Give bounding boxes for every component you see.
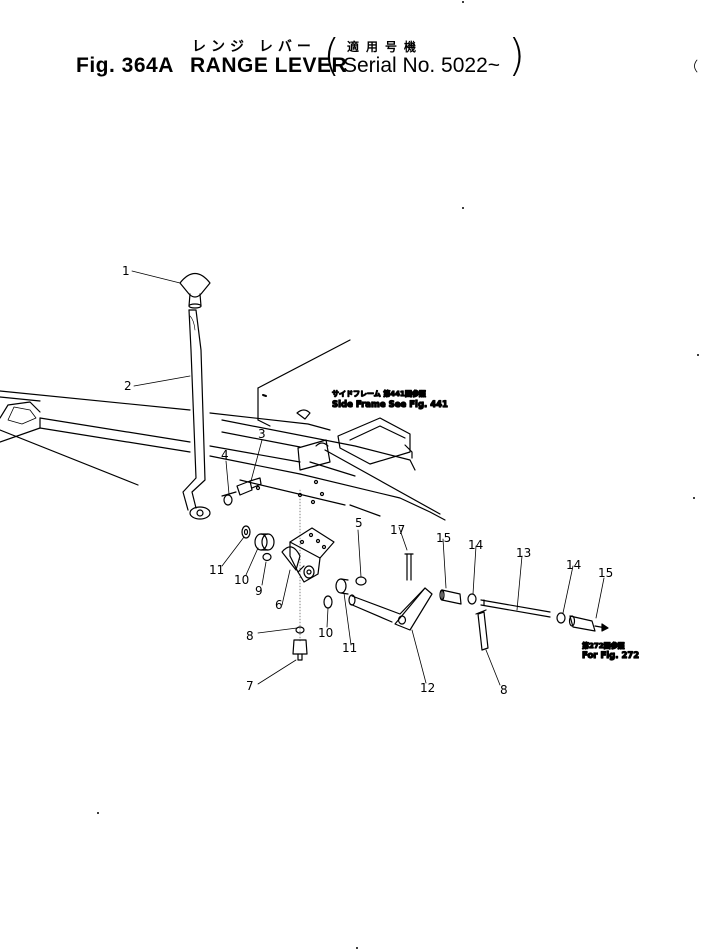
part-7-bolt-lower <box>292 639 308 661</box>
part-8-pin-right <box>475 609 489 651</box>
callout-3: 3 <box>258 427 266 441</box>
callout-labels: 1 2 3 4 5 6 7 8 8 9 10 10 11 11 12 13 14… <box>122 264 613 697</box>
part-11-washer-left <box>241 525 251 539</box>
callout-13: 13 <box>516 546 531 560</box>
callout-8-right: 8 <box>500 683 508 697</box>
part-9-nut <box>262 552 272 562</box>
frame-holes <box>255 479 325 505</box>
part-14-nut-right <box>556 612 566 624</box>
callout-10-right: 10 <box>318 626 333 640</box>
callout-9: 9 <box>255 584 263 598</box>
serial-label-japanese: 適用号機 <box>347 40 424 54</box>
callout-7: 7 <box>246 679 254 693</box>
fig272-ref-japanese: 第272図参照 <box>582 641 625 650</box>
part-5-nut <box>355 576 367 586</box>
callout-1: 1 <box>122 264 130 278</box>
callout-6: 6 <box>275 598 283 612</box>
bracket-right: ) <box>508 30 526 81</box>
bracket-left: ( <box>323 30 341 81</box>
callout-10-left: 10 <box>234 573 249 587</box>
scan-mark-arc <box>694 59 698 73</box>
part-6-bracket <box>281 527 335 583</box>
scan-marks <box>97 1 699 949</box>
figure-number: Fig. 364A <box>76 54 174 77</box>
part-11-collar-right <box>335 578 349 595</box>
title-block: Fig. 364A レンジ レバー RANGE LEVER ( 適用号機 Ser… <box>0 0 702 90</box>
serial-number: Serial No. 5022~ <box>343 54 501 77</box>
fig272-ref-english: For Fig. 272 <box>582 651 639 661</box>
title-english: RANGE LEVER <box>190 54 348 77</box>
part-14-nut-left <box>467 593 477 605</box>
part-10-bushing-right <box>323 595 333 609</box>
callout-5: 5 <box>355 516 363 530</box>
side-frame-ref-english: Side Frame See Fig. 441 <box>332 400 448 410</box>
part-10-bushing-left <box>254 533 275 551</box>
part-13-rod <box>480 599 551 618</box>
callout-17: 17 <box>390 523 405 537</box>
part-17-pin <box>404 553 414 581</box>
callout-15-left: 15 <box>436 531 451 545</box>
callout-2: 2 <box>124 379 132 393</box>
side-frame <box>0 339 446 521</box>
part-15-clevis-right <box>568 615 609 632</box>
callout-14-right: 14 <box>566 558 581 572</box>
part-15-clevis-left <box>439 589 462 605</box>
callout-14-left: 14 <box>468 538 483 552</box>
callout-12: 12 <box>420 681 435 695</box>
callout-4: 4 <box>221 448 229 462</box>
part-3-bolt <box>236 477 262 496</box>
title-japanese: レンジ レバー <box>192 39 316 55</box>
part-12-lever-arm <box>348 587 433 631</box>
side-frame-ref-japanese: サイドフレーム 第441図参照 <box>332 389 426 398</box>
callout-8-left: 8 <box>246 629 254 643</box>
part-8-washer-lower <box>295 626 305 634</box>
part-2-lever <box>182 309 211 520</box>
leader-lines <box>131 270 605 686</box>
part-1-knob <box>179 272 211 309</box>
callout-11-right: 11 <box>342 641 357 655</box>
callout-15-right: 15 <box>598 566 613 580</box>
callout-11-left: 11 <box>209 563 224 577</box>
